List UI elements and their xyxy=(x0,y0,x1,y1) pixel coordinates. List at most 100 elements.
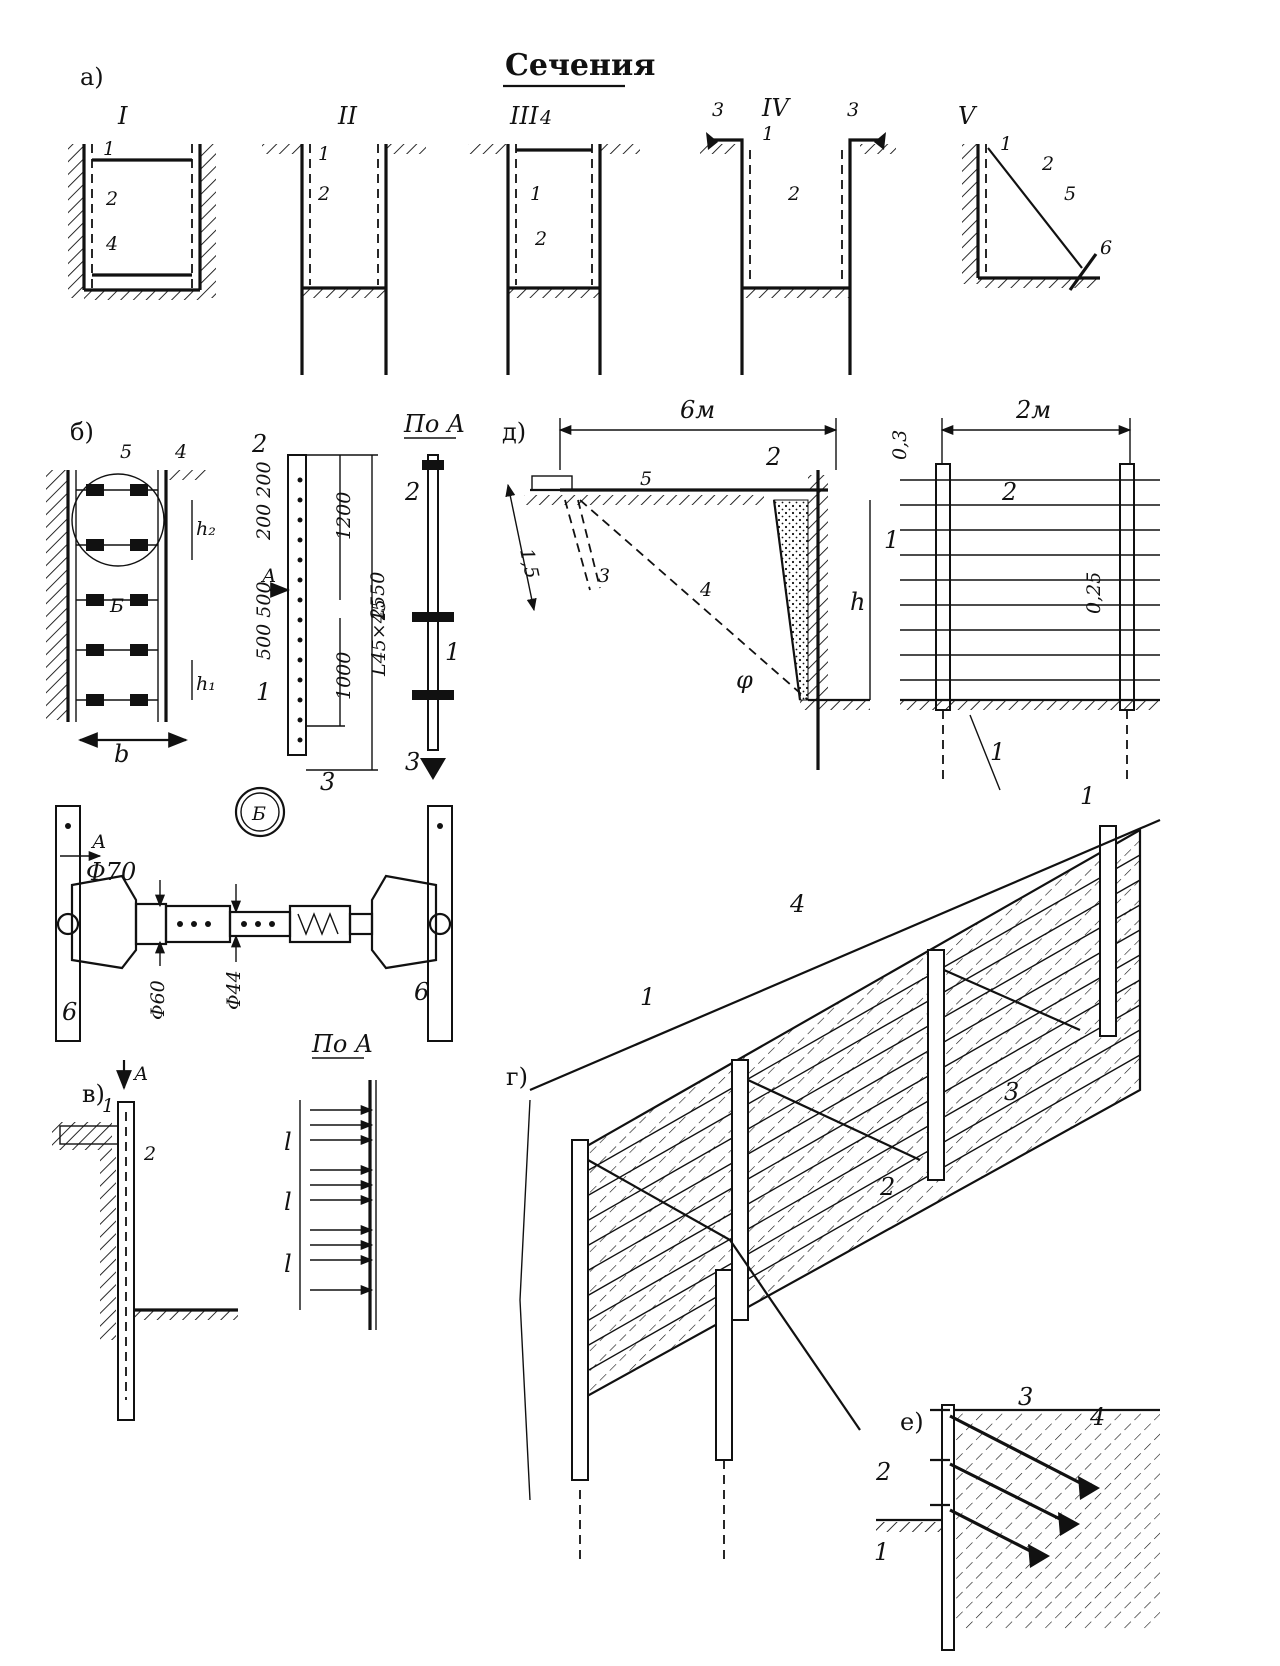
svg-text:1: 1 xyxy=(874,1538,889,1566)
svg-text:1200: 1200 xyxy=(333,492,355,540)
panel-a: а) Сечения I 1 2 4 II xyxy=(68,48,1112,375)
svg-text:6: 6 xyxy=(414,978,429,1006)
svg-text:2: 2 xyxy=(875,1458,891,1486)
svg-text:1: 1 xyxy=(256,678,271,706)
svg-text:1: 1 xyxy=(884,526,899,554)
svg-text:1: 1 xyxy=(762,123,774,145)
svg-text:А: А xyxy=(260,565,276,587)
panel-b-letter: б) xyxy=(70,418,94,446)
svg-text:4: 4 xyxy=(699,579,712,601)
svg-text:h: h xyxy=(850,588,865,616)
panel-g: г) 1 1 4 3 2 xyxy=(506,782,1161,1560)
svg-text:А: А xyxy=(90,831,106,853)
svg-text:2: 2 xyxy=(105,188,118,210)
section-I: I 1 2 4 xyxy=(68,102,216,300)
svg-text:2: 2 xyxy=(143,1143,156,1165)
svg-text:0,25: 0,25 xyxy=(1083,572,1105,614)
svg-text:2: 2 xyxy=(787,183,800,205)
svg-text:2: 2 xyxy=(765,443,781,471)
svg-text:l: l xyxy=(284,1188,292,1216)
svg-text:2: 2 xyxy=(879,1173,895,1201)
panel-v-letter: в) xyxy=(82,1080,105,1108)
svg-text:3: 3 xyxy=(847,99,859,121)
svg-text:3: 3 xyxy=(598,565,610,587)
svg-text:4: 4 xyxy=(539,107,552,129)
svg-text:1: 1 xyxy=(530,183,542,205)
svg-text:4: 4 xyxy=(789,890,805,918)
svg-text:3: 3 xyxy=(712,99,724,121)
panel-v-view-label: По А xyxy=(311,1030,373,1058)
svg-text:2: 2 xyxy=(317,183,330,205)
svg-text:1: 1 xyxy=(640,983,655,1011)
svg-text:6: 6 xyxy=(62,998,77,1026)
svg-text:2: 2 xyxy=(251,430,267,458)
panel-b: б) xyxy=(46,410,465,1042)
section-I-label: I xyxy=(117,102,128,130)
svg-text:h₂: h₂ xyxy=(196,518,216,540)
svg-text:5: 5 xyxy=(1064,183,1076,205)
panel-e-letter: е) xyxy=(900,1408,924,1436)
section-IV-label: IV xyxy=(761,94,791,122)
svg-text:6м: 6м xyxy=(680,396,715,424)
svg-text:Φ70: Φ70 xyxy=(86,858,136,886)
svg-text:500 500: 500 500 xyxy=(253,581,275,660)
panel-d-side-view: 2м 0,3 2 1 0,25 1 xyxy=(884,396,1160,791)
svg-text:l: l xyxy=(284,1250,292,1278)
svg-text:6: 6 xyxy=(1100,237,1112,259)
svg-text:2: 2 xyxy=(1041,153,1054,175)
section-V: V 1 2 5 6 xyxy=(958,102,1112,291)
panel-b-trench: b h₂ h₁ 5 4 Б xyxy=(46,441,216,768)
svg-text:4: 4 xyxy=(1089,1403,1105,1431)
svg-text:3: 3 xyxy=(320,768,335,796)
detail-b-label: Б xyxy=(251,803,266,825)
svg-text:φ: φ xyxy=(736,666,753,694)
svg-text:2550: 2550 xyxy=(367,572,389,621)
svg-text:5: 5 xyxy=(640,468,652,490)
panel-a-letter: а) xyxy=(80,63,104,91)
panel-b-detail: Б А Φ70 Φ60 Φ44 6 6 xyxy=(55,786,453,1042)
svg-text:b: b xyxy=(114,740,129,768)
section-III: III 4 1 2 xyxy=(468,102,640,375)
svg-text:1: 1 xyxy=(318,143,330,165)
svg-text:1: 1 xyxy=(990,738,1005,766)
svg-text:2: 2 xyxy=(534,228,547,250)
svg-text:3: 3 xyxy=(1018,1383,1033,1411)
panel-e: е) 3 4 2 1 xyxy=(874,1383,1160,1651)
svg-text:l: l xyxy=(284,1128,292,1156)
sections-title: Сечения xyxy=(505,48,655,83)
panel-b-view-a: По А 2 1 3 L45×45 xyxy=(368,410,465,780)
svg-text:1: 1 xyxy=(1080,782,1095,810)
svg-text:1: 1 xyxy=(102,1095,114,1117)
svg-text:1,5: 1,5 xyxy=(515,546,543,580)
svg-text:Φ60: Φ60 xyxy=(147,980,169,1020)
section-V-label: V xyxy=(958,102,978,130)
svg-text:h₁: h₁ xyxy=(196,673,216,695)
svg-text:2: 2 xyxy=(404,478,420,506)
panel-v: в) А 1 2 По А l l l xyxy=(52,1030,377,1421)
svg-text:2м: 2м xyxy=(1015,396,1051,424)
svg-text:L45×45: L45×45 xyxy=(368,599,390,677)
svg-text:1: 1 xyxy=(445,638,460,666)
panel-b-view-label: По А xyxy=(403,410,465,438)
svg-text:0,3: 0,3 xyxy=(889,430,911,460)
section-IV: IV 3 3 1 2 xyxy=(700,94,896,375)
panel-b-pile: А 2 1 3 200 200 500 500 1200 1000 2550 xyxy=(251,430,389,796)
svg-text:А: А xyxy=(132,1063,148,1085)
svg-text:4: 4 xyxy=(105,233,118,255)
svg-text:2: 2 xyxy=(1001,478,1017,506)
panel-d-letter: д) xyxy=(502,418,526,446)
svg-text:5: 5 xyxy=(120,441,132,463)
panel-g-letter: г) xyxy=(506,1063,528,1091)
section-II-label: II xyxy=(337,102,357,130)
svg-text:Φ44: Φ44 xyxy=(223,970,245,1010)
svg-text:1: 1 xyxy=(1000,133,1012,155)
svg-text:3: 3 xyxy=(1004,1078,1019,1106)
svg-text:200 200: 200 200 xyxy=(253,461,275,541)
svg-text:3: 3 xyxy=(405,748,420,776)
section-III-label: III xyxy=(509,102,539,130)
svg-text:4: 4 xyxy=(174,441,187,463)
svg-text:Б: Б xyxy=(109,595,124,617)
panel-d: д) 6м 5 3 1,5 h φ 4 2 2м 0,3 xyxy=(502,396,1160,791)
svg-text:1: 1 xyxy=(103,138,115,160)
